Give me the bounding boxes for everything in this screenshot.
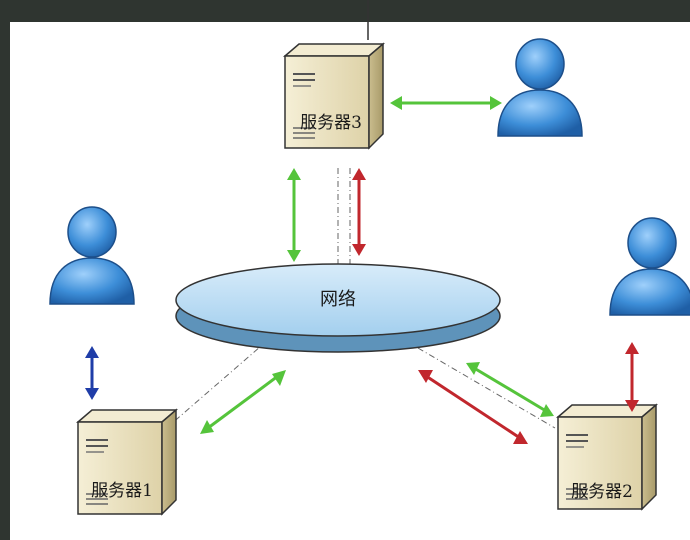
server-2-label: 服务器2 bbox=[571, 482, 633, 502]
arrow-user2-server2 bbox=[625, 342, 639, 412]
arrow-server3-user bbox=[390, 96, 502, 110]
server-1-label: 服务器1 bbox=[91, 481, 153, 501]
server-3: 服务器3 bbox=[284, 35, 384, 149]
network-label: 网络 bbox=[320, 289, 356, 310]
server-1: 服务器1 bbox=[77, 401, 177, 515]
server-2: 服务器2 bbox=[557, 396, 657, 510]
network-cloud: 网络 bbox=[175, 263, 501, 353]
connector-lines bbox=[169, 168, 556, 429]
user-icon bbox=[609, 217, 690, 316]
arrow-server3-network-green bbox=[287, 168, 301, 262]
arrow-user1-server1 bbox=[85, 346, 99, 400]
arrow-network-server2-red bbox=[418, 370, 528, 444]
user-icon bbox=[49, 206, 135, 305]
arrow-network-server2-green bbox=[466, 362, 554, 417]
user-icon bbox=[497, 38, 583, 137]
server-3-label: 服务器3 bbox=[300, 113, 362, 133]
arrow-server3-network-red bbox=[352, 168, 366, 256]
arrow-network-server1 bbox=[200, 370, 286, 434]
arrows bbox=[85, 96, 639, 444]
